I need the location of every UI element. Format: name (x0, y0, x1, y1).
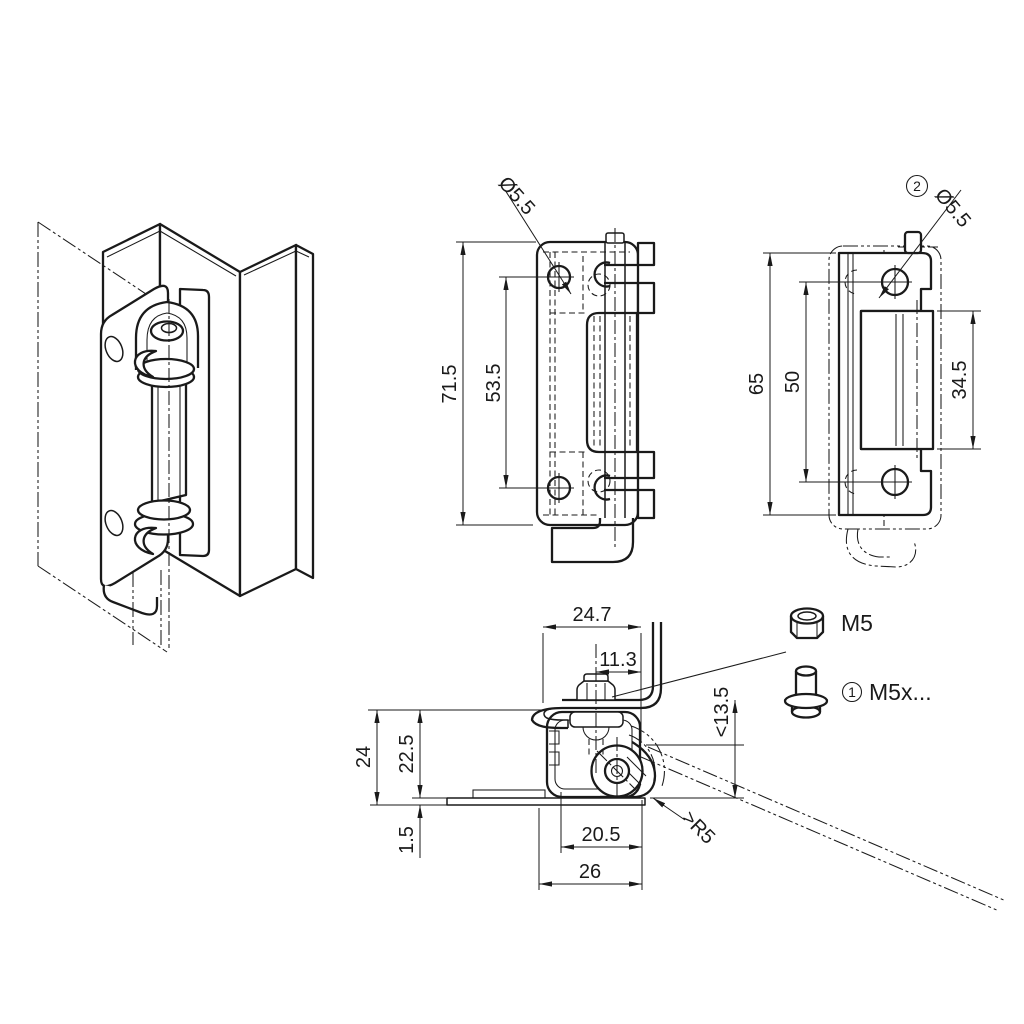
dim-text-body-depth: 22.5 (396, 735, 418, 774)
callout-1-number: 1 (848, 684, 856, 700)
back-view-geometry (837, 230, 935, 517)
dim-front-hole-spacing: 53.5 (483, 276, 546, 489)
knuckle-side (859, 309, 935, 451)
dim-max-clearance: <13.5 (646, 687, 744, 799)
bent-tab (102, 584, 159, 616)
dim-text-body-width: 24.7 (573, 604, 612, 626)
curl-hook-bottom (133, 526, 158, 556)
dim-text-pivot-offset: 20.5 (582, 824, 621, 846)
dim-text-knuckle-length: 34.5 (949, 361, 971, 400)
slot-hole-top (104, 335, 124, 363)
frame-leaf-sheet (446, 789, 646, 806)
locknut-icon (789, 607, 825, 640)
dim-text-screw-offset: 11.3 (599, 649, 636, 671)
mounting-hole-top (544, 262, 574, 292)
slot-hole-bottom (104, 509, 124, 537)
callout-1: 1 (841, 681, 863, 703)
dim-front-height: 71.5 (439, 241, 536, 526)
top-view: 24.7 11.3 22.5 24 1.5 20.5 26 (353, 604, 1007, 912)
dim-text-hole-spacing: 53.5 (483, 364, 505, 403)
front-view-geometry (535, 228, 656, 564)
dim-total-width: 26 (538, 808, 642, 890)
nut-label: M5 (841, 610, 873, 636)
mounting-hole-bottom (544, 473, 574, 503)
dim-text-sheet-thickness: 1.5 (396, 826, 418, 854)
dim-screw-offset: 11.3 (596, 649, 641, 675)
curl-hook-top (133, 349, 158, 379)
screw-icon (783, 665, 829, 719)
dim-pivot-offset: 20.5 (560, 792, 643, 890)
bottom-bracket (550, 518, 635, 564)
dim-total-depth: 24 (353, 710, 447, 806)
dim-back-hole-spacing: 50 (782, 281, 878, 483)
dim-text-total-depth: 24 (353, 746, 375, 768)
pivot-knuckle (590, 737, 657, 806)
dim-text-hole-spacing: 50 (782, 371, 804, 393)
hardware-legend: M5 1 M5x... (783, 607, 932, 719)
screw-label: M5x... (869, 679, 932, 705)
dim-text-max-clearance: <13.5 (711, 687, 733, 738)
isometric-view (37, 221, 315, 653)
callout-2-number: 2 (913, 178, 921, 194)
dim-body-depth: 22.5 (368, 709, 542, 799)
corner-bracket (600, 741, 657, 799)
dim-text-height: 71.5 (439, 365, 461, 404)
mounting-hole-top (878, 265, 912, 299)
dim-back-height: 65 (746, 252, 836, 516)
callout-2: 2 (905, 174, 929, 198)
dim-text-height: 65 (746, 373, 768, 395)
front-view: 71.5 53.5 Ø5.5 (439, 173, 656, 564)
callout-2-circle (905, 174, 929, 198)
hinge-knuckle-assembly (132, 299, 200, 648)
dim-text-total-width: 26 (579, 861, 601, 883)
pin-top (903, 230, 923, 255)
back-view: 65 50 34.5 2 Ø5.5 (746, 174, 981, 568)
dim-knuckle-length: 34.5 (937, 310, 981, 450)
callout-1-circle (841, 681, 863, 703)
dim-sheet-thickness: 1.5 (396, 805, 423, 858)
top-view-geometry (446, 622, 1007, 912)
mounting-hole-bottom (878, 465, 912, 499)
phantom-door-swing (628, 725, 1007, 912)
dim-body-width: 24.7 (542, 604, 642, 742)
